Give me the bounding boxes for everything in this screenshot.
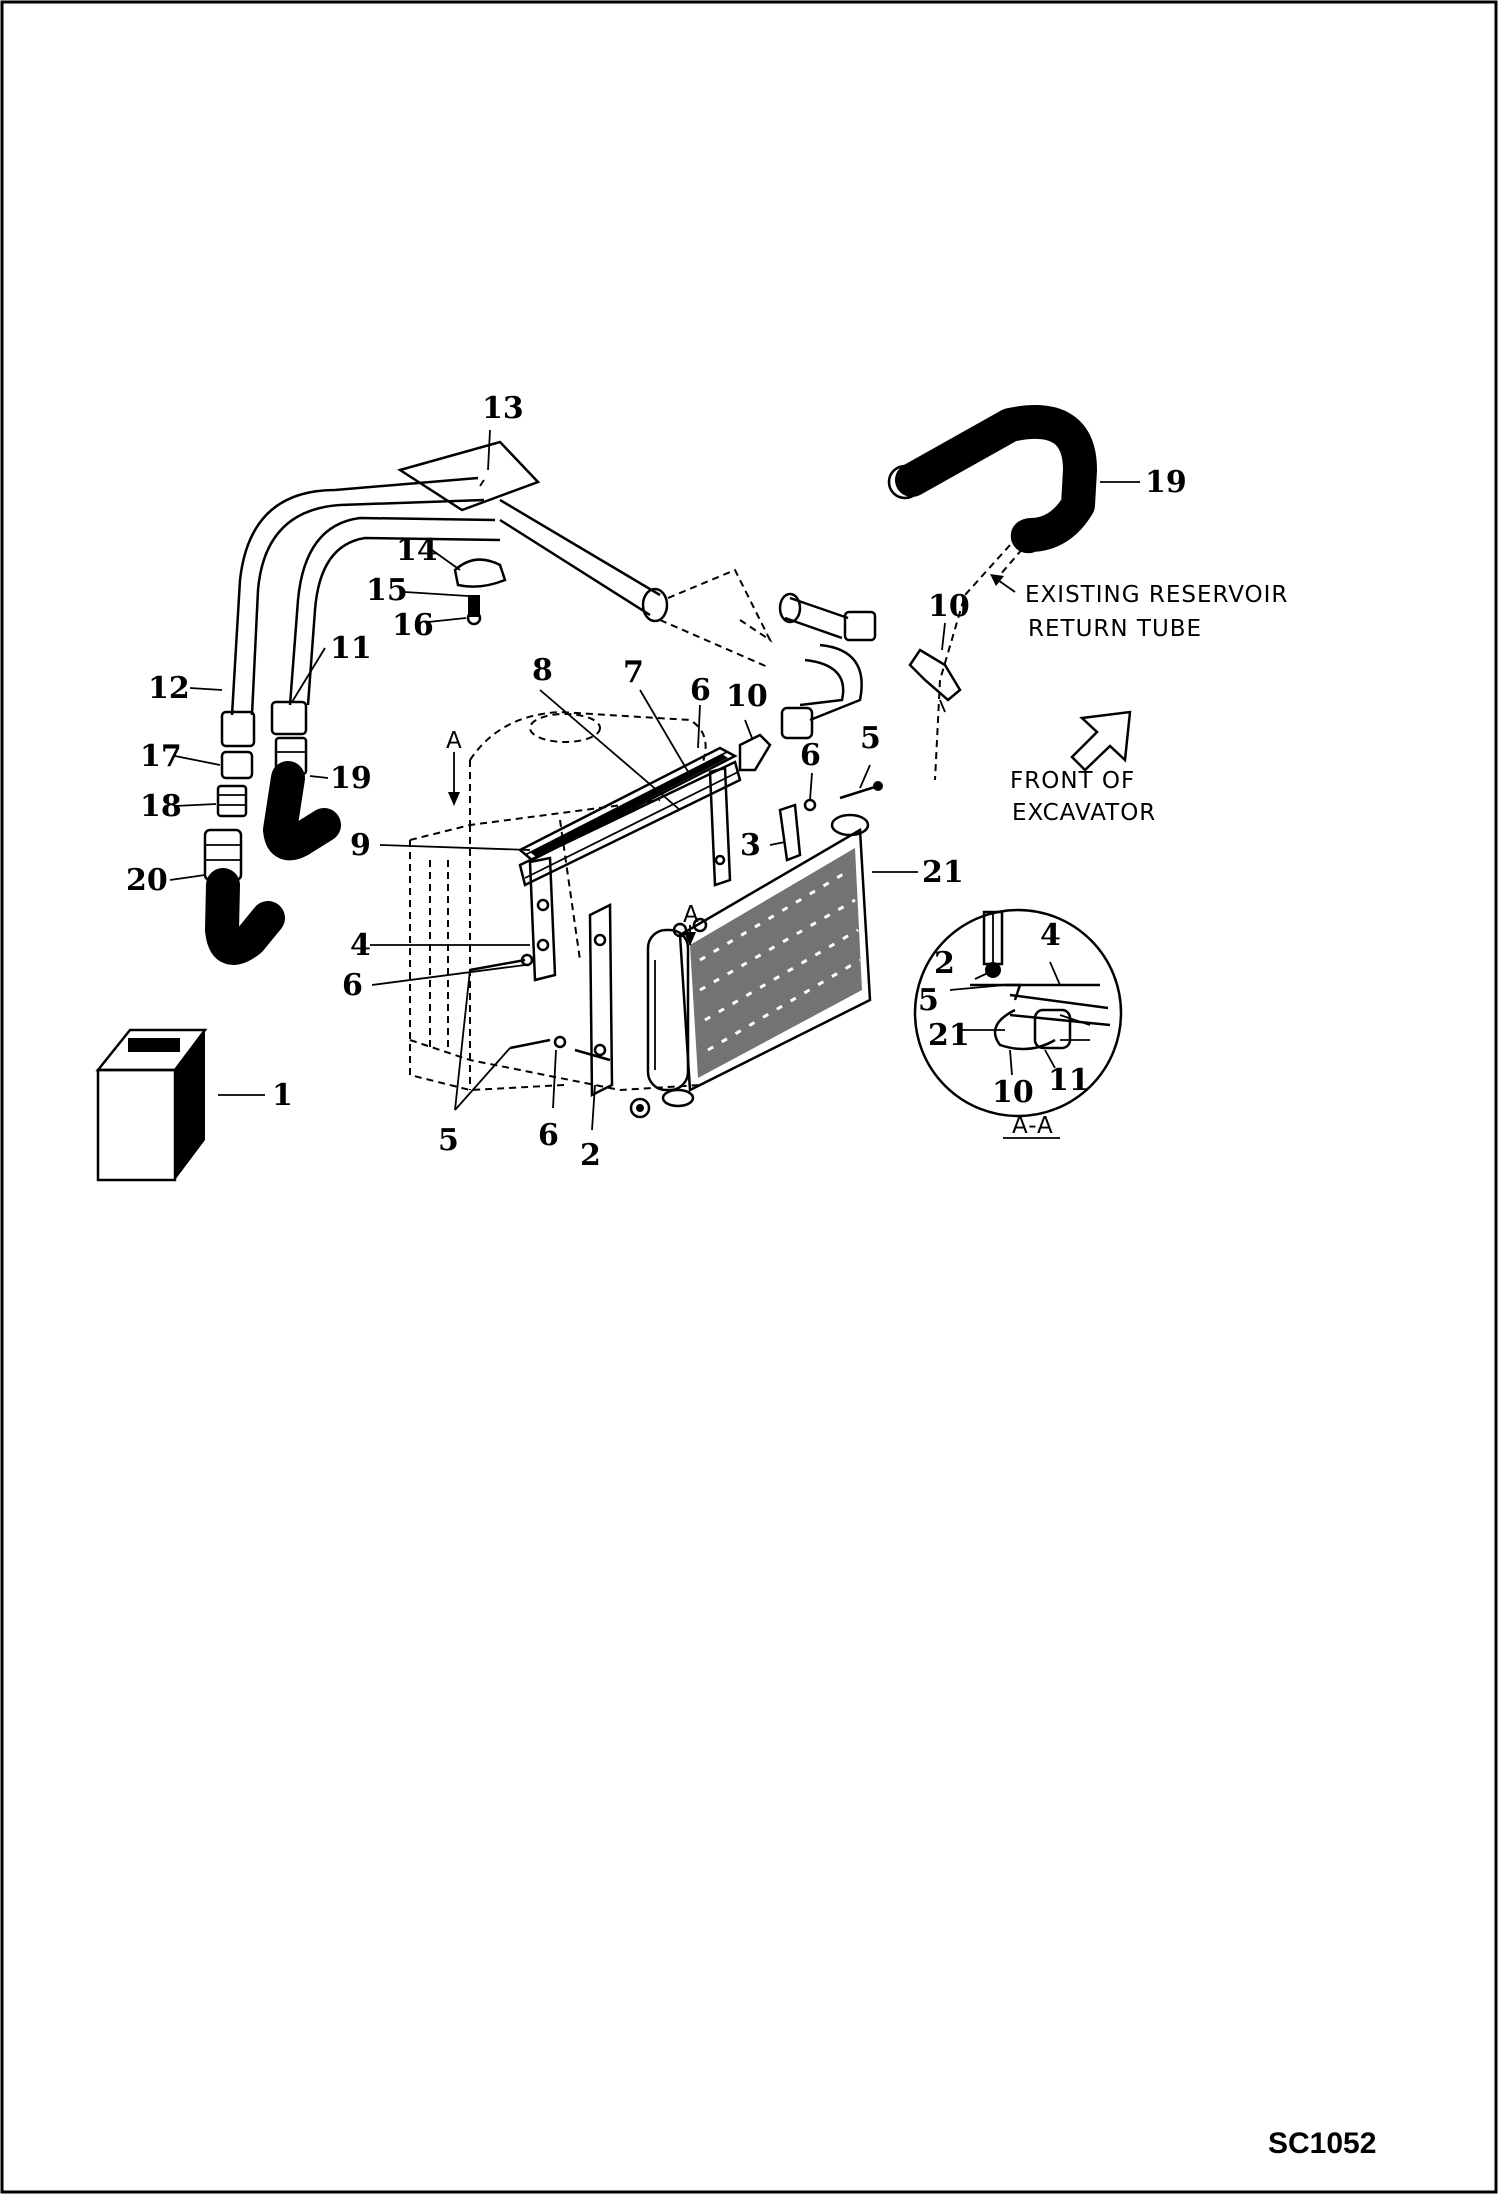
callout-10-right: 10 [928,589,970,624]
detail-callout-4: 4 [1040,918,1061,953]
kit-box-1 [95,1028,208,1182]
callout-6-bottom: 6 [538,1118,559,1153]
detail-callout-5: 5 [918,983,939,1018]
rail-8 [517,746,738,862]
callout-17: 17 [140,739,182,774]
callout-19-left: 19 [330,761,372,796]
detail-callout-10: 10 [992,1075,1034,1110]
callout-9: 9 [350,828,371,863]
rail-9 [518,760,742,887]
callout-8: 8 [532,653,553,688]
drawing-code: SC1052 [1268,2127,1376,2160]
detail-callout-11: 11 [1048,1063,1090,1098]
callout-21: 21 [922,855,964,890]
front-note-line1: FRONT OF [1010,768,1135,794]
callout-7: 7 [623,655,644,690]
callout-5-bottom: 5 [438,1123,459,1158]
callout-11: 11 [330,631,372,666]
elbow-10-right [908,648,962,713]
callouts: 13 19 14 15 16 10 11 12 8 7 6 10 5 17 19… [126,391,1187,1173]
callout-12: 12 [148,671,190,706]
callout-19-right: 19 [1145,465,1187,500]
callout-3: 3 [740,828,761,863]
leader-lines [169,429,1140,1131]
oil-cooler-21 [646,813,872,1108]
callout-2: 2 [580,1138,601,1173]
existing-tube-note-line1: EXISTING RESERVOIR [1025,582,1288,608]
detail-callouts: 4 2 5 21 10 11 A-A [918,918,1090,1139]
clamp-14-15-16 [453,558,507,626]
callout-15: 15 [366,573,408,608]
callout-6-left: 6 [342,968,363,1003]
return-tube [499,498,877,740]
callout-10-mid: 10 [726,679,768,714]
mounting-bracket-13 [396,440,541,512]
callout-20: 20 [126,863,168,898]
section-label: A-A [1012,1113,1054,1139]
tube-12 [220,476,485,748]
callout-1: 1 [272,1078,293,1113]
callout-4: 4 [350,928,371,963]
existing-tube-note-line2: RETURN TUBE [1028,616,1202,642]
callout-16: 16 [392,608,434,643]
section-arrow-a-left: A [446,728,463,754]
bracket-2 [588,902,614,1098]
reservoir-tank [409,710,707,1092]
front-arrow-icon [1070,710,1132,772]
detail-callout-2: 2 [934,946,955,981]
front-note-line2: EXCAVATOR [1012,800,1156,826]
tube-11 [270,516,501,736]
hose-20 [205,868,285,965]
callout-5-right: 5 [860,721,881,756]
bracket-4 [528,856,557,982]
callout-18: 18 [140,789,182,824]
callout-6-right: 6 [800,738,821,773]
section-arrow-a-right: A [683,902,700,928]
detail-callout-21: 21 [928,1018,970,1053]
elbow-10-mid [738,733,772,772]
fittings-17-18-20 [203,750,254,882]
section-detail [913,908,1123,1139]
hose-19-left [263,736,341,861]
bracket-3 [708,766,802,887]
callout-6-top: 6 [690,673,711,708]
callout-14: 14 [396,533,438,568]
callout-13: 13 [482,391,524,426]
hose-19-right [887,405,1097,781]
